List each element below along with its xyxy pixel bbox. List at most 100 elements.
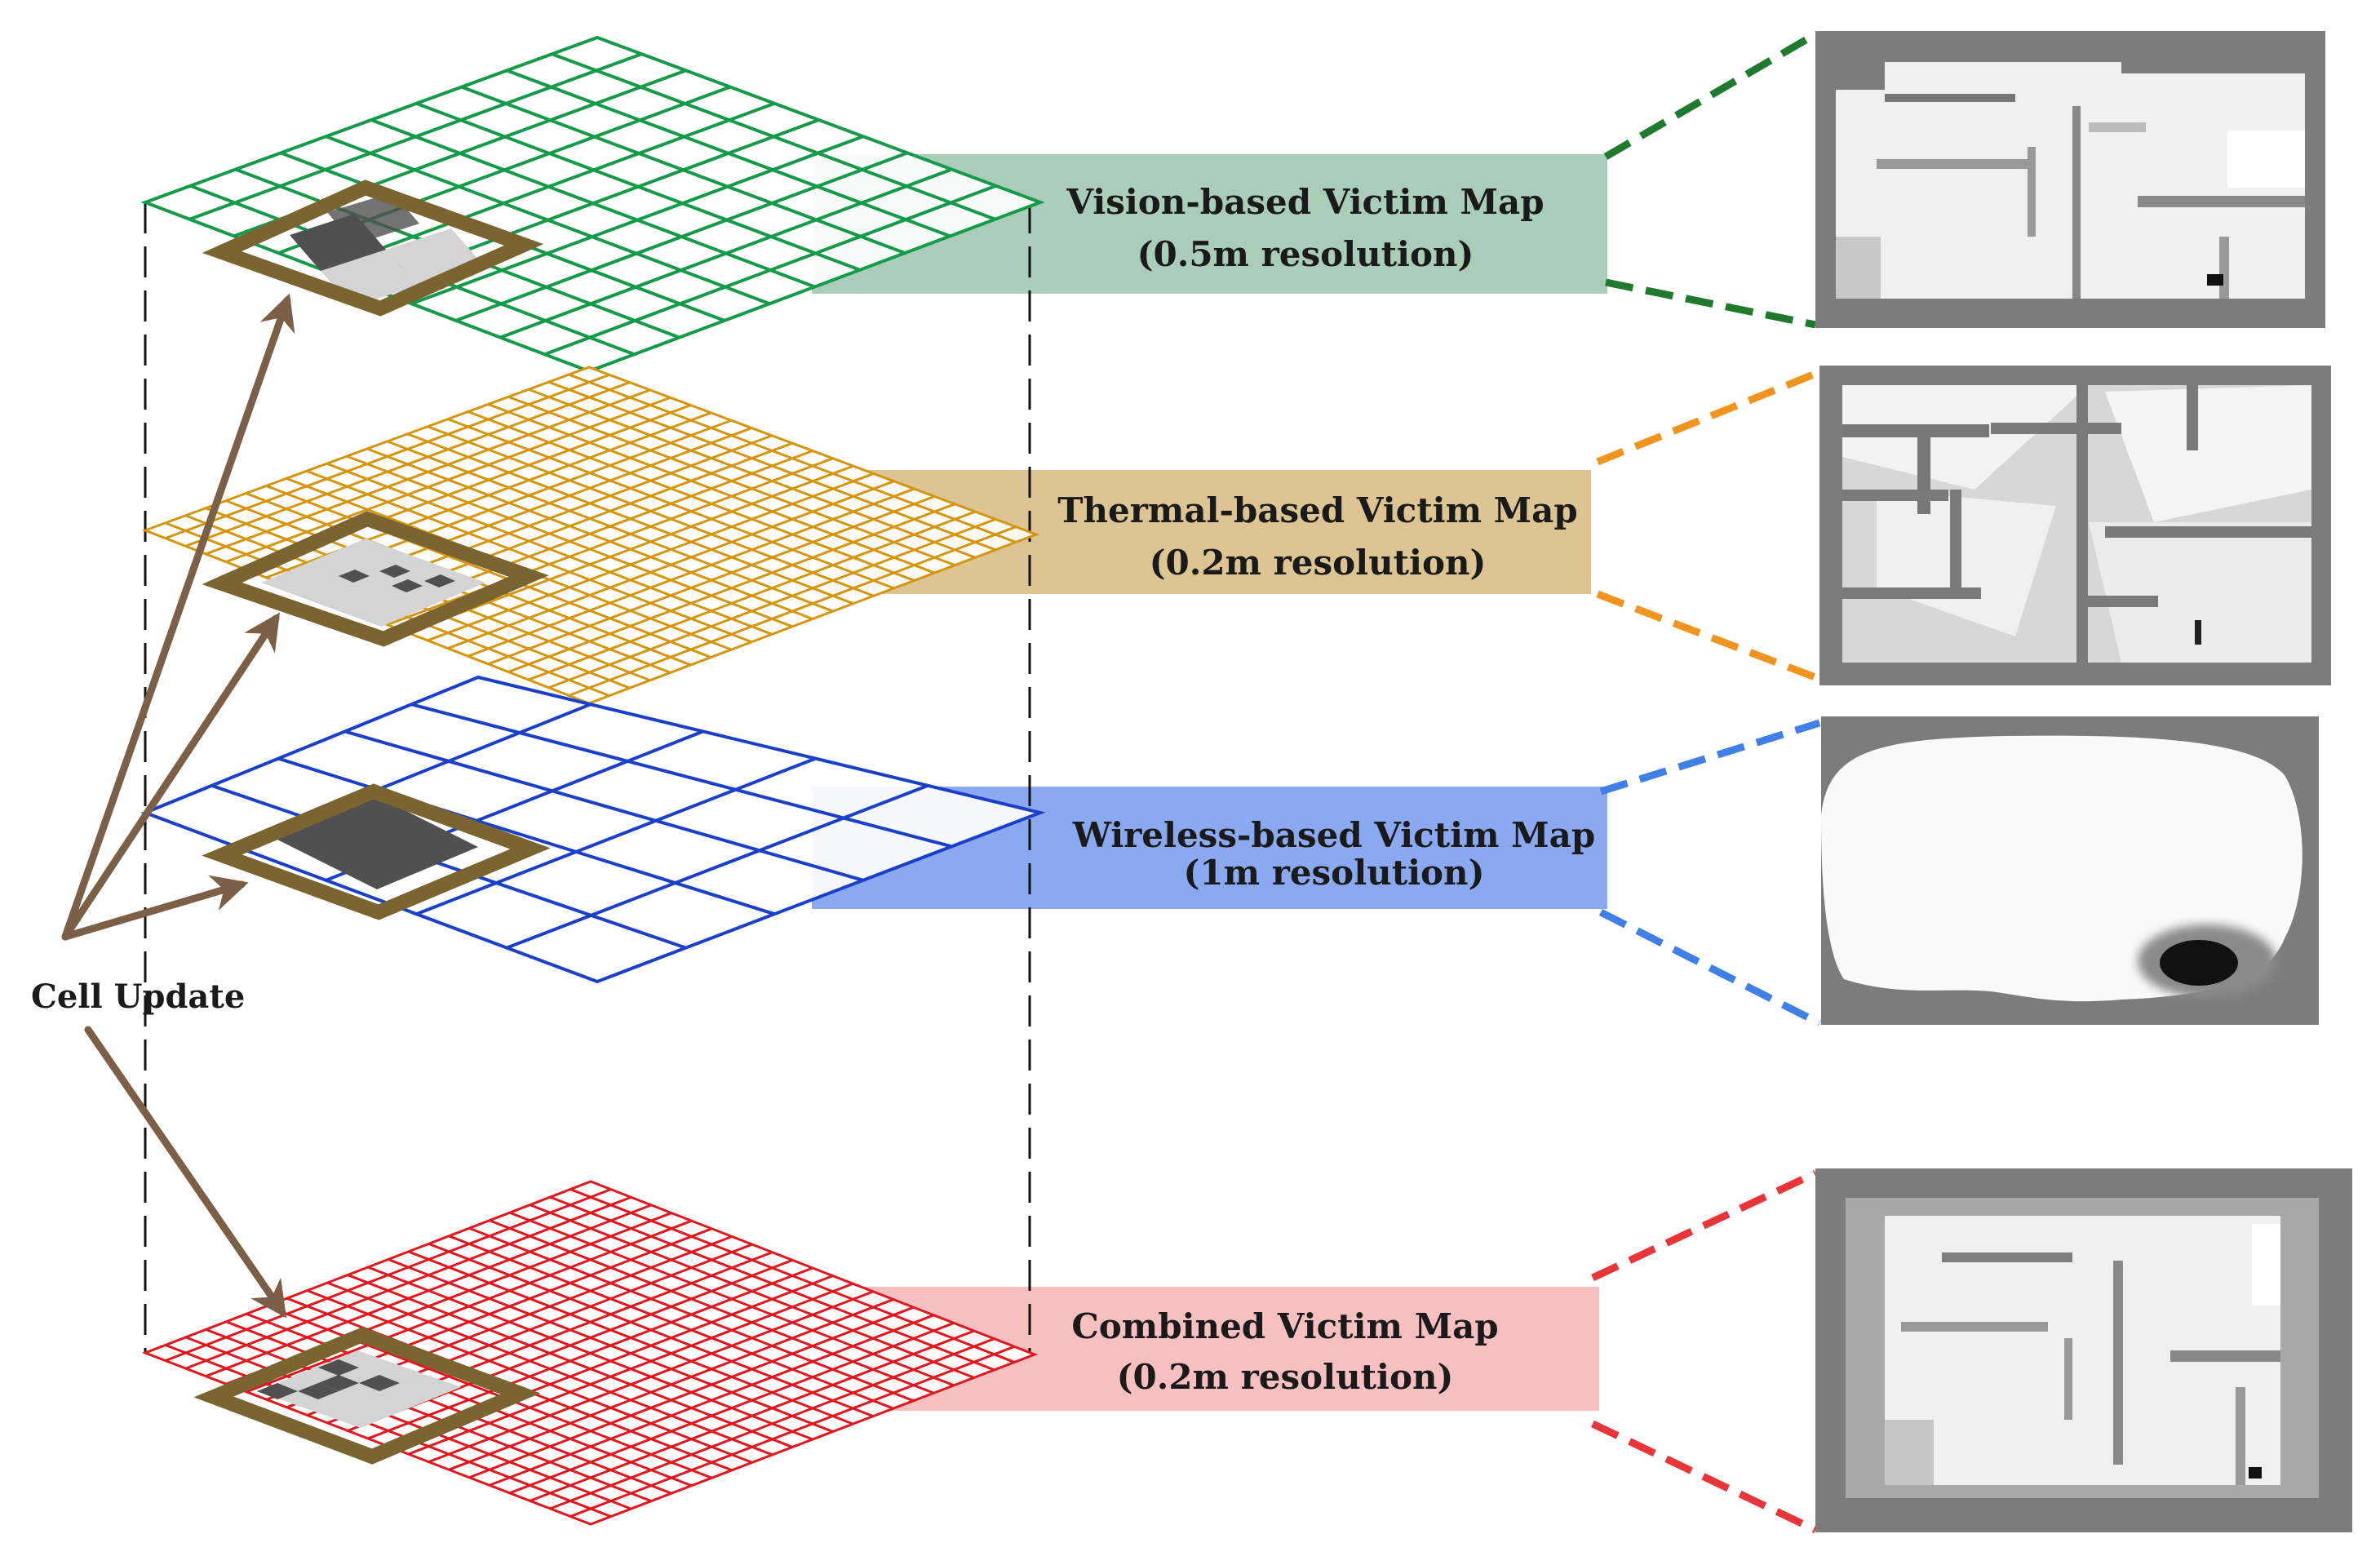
thermal-cell-dark-2 [379,565,410,578]
wireless-resolution: (1m resolution) [1184,853,1485,893]
combined-floorplan-thumbnail [1815,1168,2352,1532]
combined-grid-line [489,1219,934,1394]
thermal-grid-line [568,373,1017,543]
vision-title: Vision-based Victim Map [1066,182,1544,222]
thermal-cell-dark-1 [339,570,370,583]
thermal-grid-line [548,380,996,552]
thermal-floorplan-thumbnail [1819,366,2331,685]
wireless-title: Wireless-based Victim Map [1072,815,1595,855]
combined-cell-dark-1 [257,1383,298,1399]
vision-grid-line [461,85,906,255]
combined-grid-line [448,1235,894,1410]
combined-connector-bottom [1591,1420,1817,1534]
thermal-grid-line [387,440,834,613]
combined-cell-dark-5 [318,1359,359,1376]
combined-selected-area [257,1350,461,1428]
wireless-grid-line [506,783,929,950]
thermal-selection [202,511,549,647]
combined-cell-dark-3 [318,1375,359,1391]
vision-grid-line [543,184,997,357]
combined-grid-line [549,1337,995,1510]
combined-grid-line [570,1345,1015,1518]
thermal-grid-line [468,487,915,658]
combined-cell-dark-4 [359,1375,400,1391]
wireless-selection-frame [202,783,551,920]
wireless-connector-bottom [1598,908,1822,1027]
combined-connector-top [1591,1169,1817,1282]
thermal-grid-line [406,432,854,605]
thermal-resolution: (0.2m resolution) [1150,543,1487,583]
vision-connector-top [1603,31,1818,160]
vision-floorplan-thumbnail [1815,31,2325,328]
combined-resolution: (0.2m resolution) [1117,1357,1454,1397]
combined-grid-line [570,1188,1015,1363]
arrow-to-combined [84,1026,287,1319]
vision-grid-line [415,101,861,272]
vision-grid-line [499,167,953,339]
thermal-grid-line [528,510,976,681]
combined-grid-line [408,1282,853,1456]
thermal-grid-line [427,472,875,642]
combined-grid-line [530,1329,975,1502]
thermal-grid-line [447,418,895,590]
arrow-to-thermal [61,612,280,941]
wireless-grid-line [344,729,864,882]
combined-grid-line [468,1226,915,1403]
thermal-title: Thermal-based Victim Map [1057,490,1578,530]
combined-grid-line [530,1204,975,1379]
thermal-grid-line [487,495,935,666]
thermal-grid-line [427,425,875,597]
vision-connector-bottom [1605,278,1816,329]
combined-selection-frame [193,1327,541,1465]
thumbnail-connectors [1591,31,1822,1534]
layer-label-boxes [812,154,1607,1411]
vision-grid-line [506,69,951,238]
thermal-selected-area [261,539,485,627]
combined-grid-line [489,1314,934,1487]
thermal-grid-line [548,517,996,689]
thermal-grid-layer [141,366,1040,705]
vision-selection [202,180,544,317]
wireless-grid-line [277,756,775,916]
thermal-grid-line [447,480,895,649]
combined-grid-layer [141,1180,1039,1526]
wireless-grid-line [211,783,687,950]
combined-selection [193,1327,541,1465]
combined-grid-line [367,1266,813,1440]
wireless-selection [202,783,551,920]
thermal-grid-line [487,403,935,574]
thermal-connector-bottom [1596,590,1821,683]
combined-grid-line [509,1322,955,1495]
cell-update-label: Cell Update [31,978,245,1016]
thermal-cell-dark-3 [392,579,423,592]
combined-grid-line [408,1250,853,1425]
thermal-connector-top [1596,368,1821,466]
combined-grid-line [428,1290,874,1464]
vision-grid-line [410,135,864,306]
thermal-grid-line [468,410,915,582]
wireless-grid-layer [140,675,1046,984]
vision-resolution: (0.5m resolution) [1137,234,1474,274]
combined-grid-line [428,1242,874,1418]
wireless-grid-line [415,756,817,916]
vision-grid-line [551,52,996,221]
cell-update-arrows [61,293,295,1319]
thermal-grid-line [387,457,834,627]
combined-grid-line [448,1298,894,1471]
wireless-grid-outline [140,675,1046,984]
arrow-to-vision [61,293,295,941]
vision-grid-line [455,151,908,322]
projection-guide-lines [144,202,1031,1353]
wireless-heatmap-thumbnail [1821,716,2319,1025]
thermal-grid-line [406,464,854,634]
thermal-grid-line [528,388,976,559]
thermal-selection-frame [202,511,549,647]
combined-grid-line [388,1258,834,1433]
wireless-connector-top [1599,719,1821,796]
thermal-cell-dark-4 [424,574,455,587]
thermal-grid-line [507,395,955,567]
layer-label-texts: Vision-based Victim Map (0.5m resolution… [1057,182,1595,1397]
vision-selection-frame [202,180,544,317]
combined-grid-line [468,1306,915,1479]
